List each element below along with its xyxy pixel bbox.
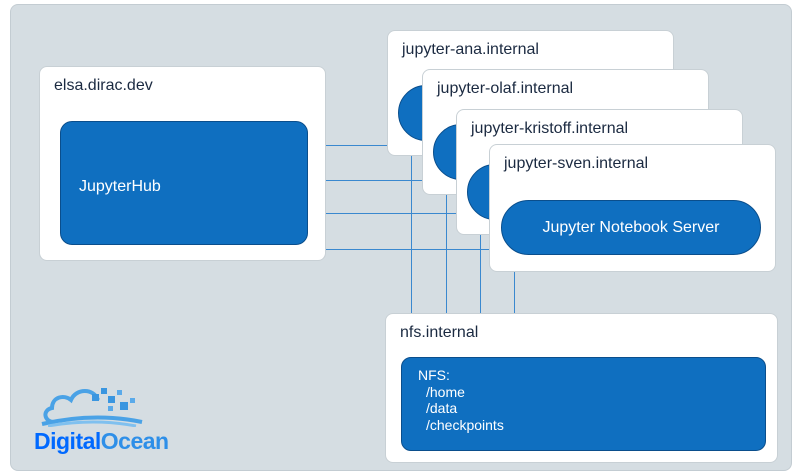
nfs-label: NFS: (418, 367, 450, 383)
connector-line (446, 195, 447, 315)
host-title: jupyter-ana.internal (402, 41, 539, 58)
host-title: nfs.internal (400, 324, 479, 341)
host-title: jupyter-olaf.internal (437, 80, 574, 97)
connector-line (411, 155, 412, 315)
digitalocean-logo: DigitalOcean (34, 372, 174, 462)
host-box-nfs: nfs.internal NFS: /home /data /checkpoin… (385, 313, 778, 463)
nfs-path: /checkpoints (426, 416, 504, 433)
nfs-storage: NFS: /home /data /checkpoints (401, 357, 766, 451)
logo-text-ocean: Ocean (100, 428, 169, 454)
host-title: jupyter-sven.internal (504, 155, 649, 172)
host-box-elsa: elsa.dirac.dev JupyterHub (39, 66, 326, 261)
host-box-sven: jupyter-sven.internal Jupyter Notebook S… (489, 144, 776, 272)
connector-line (325, 180, 435, 181)
logo-text-digital: Digital (34, 428, 101, 454)
host-title: elsa.dirac.dev (54, 77, 153, 94)
connector-line (325, 213, 465, 214)
logo-wordmark: DigitalOcean (34, 428, 169, 455)
notebook-server-pill: Jupyter Notebook Server (501, 200, 761, 255)
cloud-logo-icon (41, 388, 143, 427)
nfs-path: /data (426, 400, 458, 416)
nfs-path: /home (426, 383, 465, 400)
connector-line (514, 270, 515, 315)
jupyterhub-service: JupyterHub (60, 121, 308, 245)
notebook-server-label: Jupyter Notebook Server (542, 219, 720, 236)
jupyterhub-label: JupyterHub (79, 178, 161, 195)
connector-line (325, 145, 395, 146)
host-title: jupyter-kristoff.internal (471, 120, 629, 137)
connector-line (325, 249, 495, 250)
connector-line (480, 235, 481, 315)
